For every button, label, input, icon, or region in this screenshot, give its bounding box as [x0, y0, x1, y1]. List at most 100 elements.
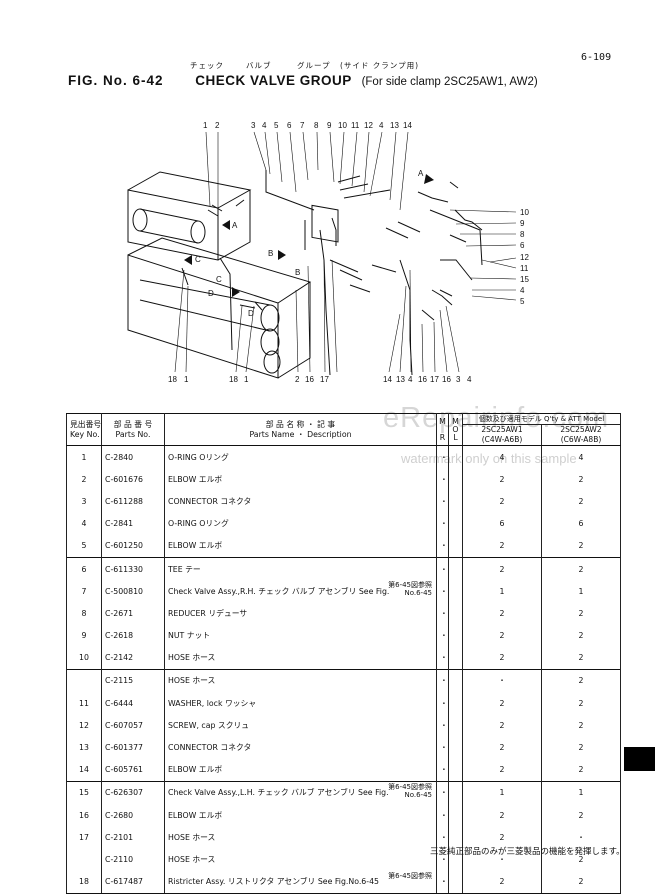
row-key-no: 3 [66, 490, 102, 513]
row-qty-model-1: 1 [462, 580, 542, 603]
row-part-name-text: HOSE ホース [168, 832, 216, 842]
header-parts-name: 部 品 名 称 ・ 記 事 Parts Name ・ Description [164, 413, 437, 446]
row-part-name: ELBOW エルボ [164, 534, 437, 558]
header-model-1: 2SC25AW1 (C4W-A6B) [464, 425, 542, 445]
view-letter-d-left: D [208, 289, 214, 298]
row-qty-model-2: 1 [541, 580, 621, 603]
callout-right-6: 6 [520, 241, 525, 250]
hose-and-fitting-assembly [181, 170, 483, 376]
header-qty-model: 個数及び適用モデル Q'ty & ATT Model 2SC25AW1 (C4W… [462, 413, 621, 446]
row-qty-model-2: 2 [541, 602, 621, 625]
row-part-name-text: Check Valve Assy.,L.H. チェック バルブ アセンブリ Se… [168, 788, 389, 798]
row-figure-reference: 第6-45図参照 No.6-45 [388, 782, 432, 799]
callout-top-11: 11 [351, 121, 360, 130]
row-figure-reference: 第6-45図参照 No.6-45 [388, 581, 432, 598]
view-letter-c-left: C [195, 255, 201, 264]
row-part-name: ELBOW エルボ [164, 468, 437, 491]
row-qty-model-2: 2 [541, 556, 621, 581]
row-qty-model-1: 2 [462, 804, 542, 827]
parts-table: 見出番号 Key No. 部 品 番 号 Parts No. 部 品 名 称 ・… [66, 413, 621, 894]
callout-right-11: 11 [520, 264, 529, 273]
row-part-name-text: CONNECTOR コネクタ [168, 496, 252, 506]
row-mol [448, 780, 463, 804]
row-part-name-text: O-RING Oリング [168, 452, 229, 462]
row-mr-mark: ・ [436, 534, 449, 558]
row-qty-model-2: 2 [541, 646, 621, 670]
row-part-name: SCREW, cap スクリュ [164, 714, 437, 737]
row-mol [448, 646, 463, 670]
view-letter-a-left: A [232, 221, 238, 230]
row-mr-mark: ・ [436, 668, 449, 693]
callout-top-10: 10 [338, 121, 347, 130]
callout-bottom-18a: 18 [168, 375, 177, 384]
callout-bottom-18b: 18 [229, 375, 238, 384]
row-qty-model-2: 2 [541, 714, 621, 737]
row-qty-model-2: 4 [541, 445, 621, 469]
callout-top-6: 6 [287, 121, 292, 130]
header-key-en: Key No. [70, 429, 100, 439]
view-letter-b-left: B [268, 249, 273, 258]
callout-top-9: 9 [327, 121, 332, 130]
row-part-name-text: CONNECTOR コネクタ [168, 743, 252, 753]
row-mol [448, 445, 463, 469]
row-key-no: 14 [66, 758, 102, 782]
row-part-name-text: TEE テー [168, 564, 201, 574]
row-qty-model-1: 2 [462, 714, 542, 737]
row-key-no [66, 668, 102, 693]
header-model-1-sub: (C4W-A6B) [481, 435, 523, 444]
row-part-name-text: ELBOW エルボ [168, 541, 223, 551]
row-qty-model-1: 1 [462, 780, 542, 804]
row-part-name-text: ELBOW エルボ [168, 765, 223, 775]
callout-top-1: 1 [203, 121, 208, 130]
callout-bottom-1a: 1 [184, 375, 189, 384]
row-part-no: C-2671 [101, 602, 165, 625]
row-mol [448, 758, 463, 782]
figure-title: FIG. No. 6-42 CHECK VALVE GROUP (For sid… [68, 73, 538, 88]
row-mol [448, 580, 463, 603]
row-part-name: CONNECTOR コネクタ [164, 736, 437, 759]
callout-bottom-16c: 16 [442, 375, 451, 384]
row-mol [448, 512, 463, 535]
row-qty-model-1: 2 [462, 534, 542, 558]
header-model-2: 2SC25AW2 (C6W-A8B) [542, 425, 620, 445]
header-mol: M O L [448, 413, 463, 446]
row-part-name-text: WASHER, lock ワッシャ [168, 698, 257, 708]
row-part-name: ELBOW エルボ [164, 804, 437, 827]
row-qty-model-1: 2 [462, 468, 542, 491]
row-mol [448, 468, 463, 491]
row-key-no: 2 [66, 468, 102, 491]
row-part-no: C-2115 [101, 668, 165, 693]
row-part-no: C-601377 [101, 736, 165, 759]
row-qty-model-1: 2 [462, 692, 542, 715]
header-name-en: Parts Name ・ Description [249, 429, 352, 439]
view-letter-b-lower: B [295, 268, 300, 277]
header-part-jp: 部 品 番 号 [113, 419, 153, 429]
row-part-no: C-500810 [101, 580, 165, 603]
callout-bottom-13: 13 [396, 375, 405, 384]
row-part-name: HOSE ホース [164, 668, 437, 693]
row-qty-model-2: 2 [541, 736, 621, 759]
row-qty-model-1: 2 [462, 870, 542, 894]
row-mol [448, 534, 463, 558]
row-part-no: C-607057 [101, 714, 165, 737]
row-mr-mark: ・ [436, 624, 449, 647]
page-number: 6-109 [581, 52, 612, 63]
row-mr-mark: ・ [436, 758, 449, 782]
callout-top-7: 7 [300, 121, 305, 130]
footer-note: 三菱純正部品のみが三菱製品の機能を発揮します。 [430, 847, 625, 857]
row-mol [448, 602, 463, 625]
figure-main-title: CHECK VALVE GROUP [195, 73, 352, 88]
callout-top-8: 8 [314, 121, 319, 130]
row-part-name: HOSE ホース [164, 646, 437, 670]
row-part-name-text: SCREW, cap スクリュ [168, 720, 250, 730]
row-qty-model-2: 2 [541, 692, 621, 715]
